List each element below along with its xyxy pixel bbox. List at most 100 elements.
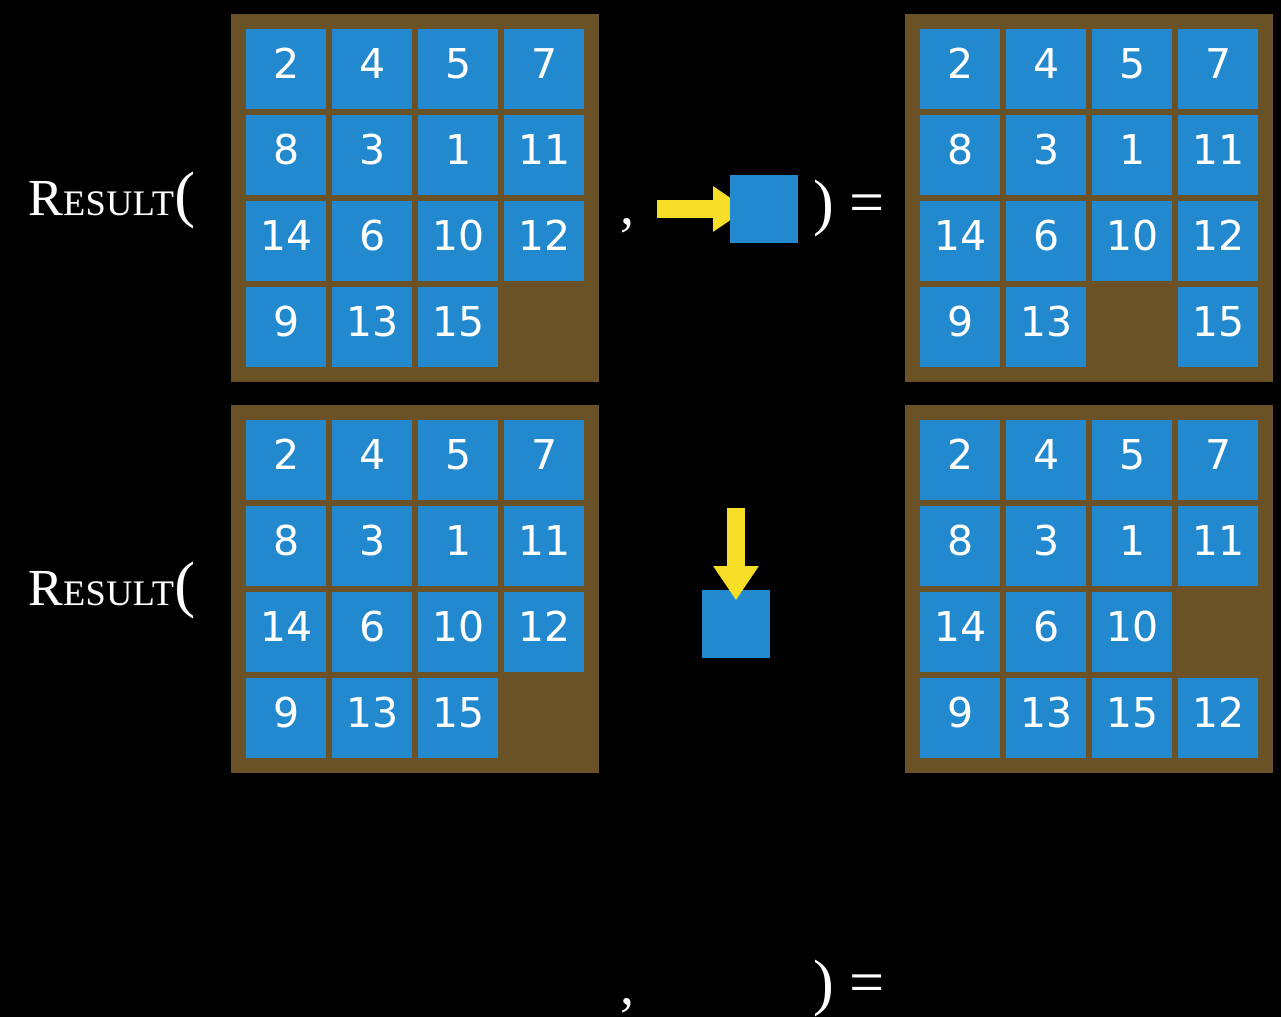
tile[interactable]: 9	[920, 678, 1000, 758]
result-label-0: Result(	[28, 164, 196, 226]
tile-number: 12	[1191, 212, 1245, 260]
tile[interactable]: 13	[332, 287, 412, 367]
tile-number: 6	[358, 603, 386, 651]
result-label-text-1: Result	[28, 560, 175, 617]
tile[interactable]: 1	[1092, 115, 1172, 195]
tile[interactable]: 10	[418, 592, 498, 672]
input-board-1[interactable]: 2 4 5 7 8 3 1 11 14 6 10 12 9 13 15	[231, 405, 599, 773]
tile[interactable]: 10	[1092, 592, 1172, 672]
tile[interactable]: 12	[1178, 678, 1258, 758]
tile[interactable]: 13	[332, 678, 412, 758]
tile-number: 7	[530, 431, 558, 479]
tile-number: 8	[946, 126, 974, 174]
tile[interactable]: 3	[1006, 115, 1086, 195]
tile[interactable]: 8	[246, 115, 326, 195]
tile-number: 5	[1118, 431, 1146, 479]
tile[interactable]: 2	[246, 29, 326, 109]
tile[interactable]: 7	[1178, 420, 1258, 500]
tile[interactable]: 14	[246, 201, 326, 281]
tile[interactable]: 12	[504, 592, 584, 672]
tile-number: 4	[1032, 40, 1060, 88]
tile[interactable]: 5	[418, 29, 498, 109]
tile[interactable]: 1	[418, 506, 498, 586]
tile[interactable]: 12	[504, 201, 584, 281]
tile-number: 10	[1105, 603, 1159, 651]
tile[interactable]: 6	[1006, 201, 1086, 281]
tile[interactable]: 7	[504, 29, 584, 109]
tile[interactable]: 1	[418, 115, 498, 195]
output-board-0[interactable]: 2 4 5 7 8 3 1 11 14 6 10 12 9 13 15	[905, 14, 1273, 382]
result-label-1: Result(	[28, 554, 196, 616]
tile[interactable]: 4	[332, 29, 412, 109]
tile[interactable]: 6	[1006, 592, 1086, 672]
blank-cell[interactable]	[504, 287, 584, 367]
tile[interactable]: 5	[418, 420, 498, 500]
input-board-grid-1: 2 4 5 7 8 3 1 11 14 6 10 12 9 13 15	[246, 420, 584, 758]
tile[interactable]: 8	[246, 506, 326, 586]
output-board-grid-0: 2 4 5 7 8 3 1 11 14 6 10 12 9 13 15	[920, 29, 1258, 367]
tile[interactable]: 11	[1178, 115, 1258, 195]
arrow-down-icon	[713, 508, 759, 600]
tile[interactable]: 13	[1006, 287, 1086, 367]
tile[interactable]: 3	[332, 506, 412, 586]
tile[interactable]: 11	[504, 115, 584, 195]
tile-number: 3	[1032, 126, 1060, 174]
tile-number: 14	[933, 212, 987, 260]
tile[interactable]: 14	[920, 592, 1000, 672]
action-tile-0[interactable]	[730, 175, 798, 243]
tile[interactable]: 10	[1092, 201, 1172, 281]
tile[interactable]: 15	[1092, 678, 1172, 758]
tile[interactable]: 3	[1006, 506, 1086, 586]
tile[interactable]: 15	[418, 287, 498, 367]
tile-number: 2	[946, 431, 974, 479]
tile-number: 4	[358, 431, 386, 479]
input-board-0[interactable]: 2 4 5 7 8 3 1 11 14 6 10 12 9 13 15	[231, 14, 599, 382]
tile[interactable]: 2	[246, 420, 326, 500]
tile-number: 14	[259, 603, 313, 651]
tile[interactable]: 5	[1092, 29, 1172, 109]
tile[interactable]: 15	[1178, 287, 1258, 367]
close-paren-equals-1: ) =	[813, 949, 885, 1017]
tile-number: 2	[272, 40, 300, 88]
output-board-1[interactable]: 2 4 5 7 8 3 1 11 14 6 10 9 13 15 12	[905, 405, 1273, 773]
tile[interactable]: 4	[1006, 420, 1086, 500]
action-tile-1[interactable]	[702, 590, 770, 658]
tile[interactable]: 7	[1178, 29, 1258, 109]
tile-number: 11	[517, 126, 571, 174]
tile[interactable]: 8	[920, 506, 1000, 586]
tile[interactable]: 12	[1178, 201, 1258, 281]
blank-cell[interactable]	[504, 678, 584, 758]
tile[interactable]: 4	[332, 420, 412, 500]
tile-number: 4	[358, 40, 386, 88]
tile-number: 8	[272, 126, 300, 174]
tile[interactable]: 3	[332, 115, 412, 195]
tile[interactable]: 11	[504, 506, 584, 586]
blank-cell[interactable]	[1092, 287, 1172, 367]
tile[interactable]: 6	[332, 201, 412, 281]
tile[interactable]: 9	[246, 678, 326, 758]
tile[interactable]: 5	[1092, 420, 1172, 500]
tile[interactable]: 7	[504, 420, 584, 500]
tile[interactable]: 1	[1092, 506, 1172, 586]
tile[interactable]: 8	[920, 115, 1000, 195]
equation-row-0: Result( 2 4 5 7 8 3 1 11 14 6 10 12 9 13…	[0, 0, 1281, 390]
tile[interactable]: 4	[1006, 29, 1086, 109]
tile[interactable]: 10	[418, 201, 498, 281]
tile[interactable]: 2	[920, 420, 1000, 500]
tile-number: 15	[431, 689, 485, 737]
tile[interactable]: 11	[1178, 506, 1258, 586]
tile[interactable]: 9	[920, 287, 1000, 367]
tile-number: 8	[272, 517, 300, 565]
tile[interactable]: 15	[418, 678, 498, 758]
tile-number: 11	[1191, 517, 1245, 565]
tile[interactable]: 6	[332, 592, 412, 672]
tile[interactable]: 14	[246, 592, 326, 672]
tile[interactable]: 2	[920, 29, 1000, 109]
tile-number: 1	[444, 126, 472, 174]
blank-cell[interactable]	[1178, 592, 1258, 672]
tile[interactable]: 9	[246, 287, 326, 367]
tile-number: 9	[946, 689, 974, 737]
tile[interactable]: 14	[920, 201, 1000, 281]
tile-number: 1	[1118, 126, 1146, 174]
tile[interactable]: 13	[1006, 678, 1086, 758]
